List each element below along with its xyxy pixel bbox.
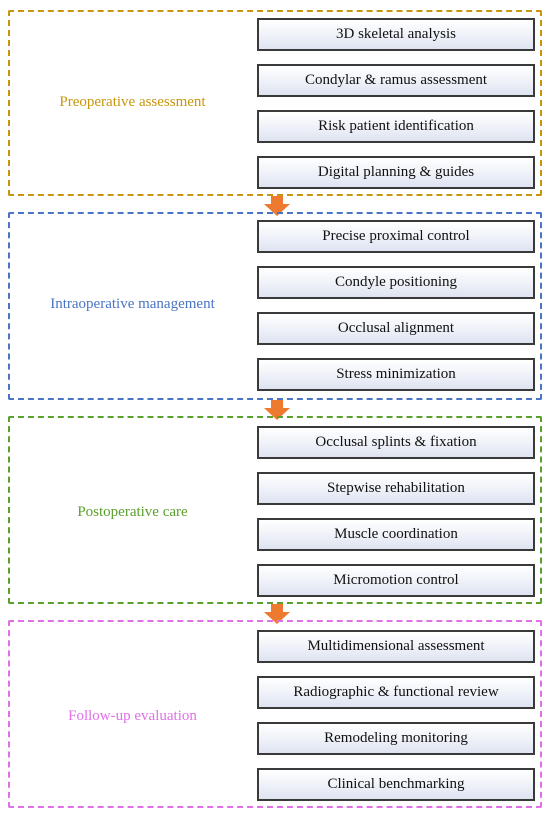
stage-label-preoperative: Preoperative assessment bbox=[59, 94, 206, 110]
step-box: Condylar & ramus assessment bbox=[257, 64, 535, 97]
step-box: Precise proximal control bbox=[257, 220, 535, 253]
step-box: Remodeling monitoring bbox=[257, 722, 535, 755]
stage-intraoperative: Intraoperative management Precise proxim… bbox=[8, 212, 542, 400]
down-arrow-icon bbox=[264, 604, 290, 624]
step-box: Digital planning & guides bbox=[257, 156, 535, 189]
stage-follow-up: Follow-up evaluation Multidimensional as… bbox=[8, 620, 542, 808]
step-box: Muscle coordination bbox=[257, 518, 535, 551]
step-box: Risk patient identification bbox=[257, 110, 535, 143]
stage-label-follow-up: Follow-up evaluation bbox=[68, 708, 197, 724]
step-box: Multidimensional assessment bbox=[257, 630, 535, 663]
step-box: 3D skeletal analysis bbox=[257, 18, 535, 51]
step-box: Condyle positioning bbox=[257, 266, 535, 299]
step-box: Occlusal splints & fixation bbox=[257, 426, 535, 459]
step-box: Stepwise rehabilitation bbox=[257, 472, 535, 505]
step-box: Micromotion control bbox=[257, 564, 535, 597]
step-box: Clinical benchmarking bbox=[257, 768, 535, 801]
stage-label-intraoperative: Intraoperative management bbox=[50, 296, 215, 312]
down-arrow-icon bbox=[264, 400, 290, 420]
down-arrow-icon bbox=[264, 196, 290, 216]
step-box: Occlusal alignment bbox=[257, 312, 535, 345]
step-box: Radiographic & functional review bbox=[257, 676, 535, 709]
stage-postoperative: Postoperative care Occlusal splints & fi… bbox=[8, 416, 542, 604]
stage-label-postoperative: Postoperative care bbox=[77, 504, 188, 520]
step-box: Stress minimization bbox=[257, 358, 535, 391]
stage-preoperative: Preoperative assessment 3D skeletal anal… bbox=[8, 10, 542, 196]
